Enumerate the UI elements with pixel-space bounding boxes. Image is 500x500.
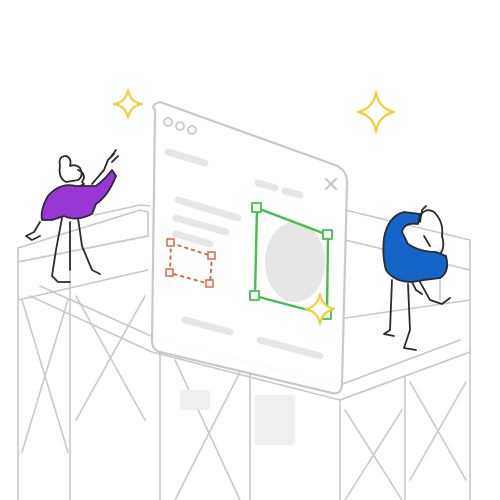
person-left-hair (58, 155, 83, 183)
placeholder-line-6 (172, 230, 214, 248)
person-right-face (419, 205, 431, 247)
sparkle-icon (356, 90, 396, 134)
sparkle-icon (304, 292, 336, 326)
placeholder-line-4 (174, 196, 242, 222)
person-right-hair (417, 209, 445, 257)
placeholder-line-7 (181, 316, 234, 336)
ghost-block-2 (255, 395, 295, 445)
window-dot-2[interactable] (175, 121, 185, 131)
person-right (382, 205, 451, 351)
placeholder-line-1 (164, 148, 209, 167)
sparkle-icon (112, 88, 144, 120)
green-selection[interactable] (249, 202, 333, 320)
scaffold-center-supports (159, 351, 251, 500)
window-controls-icon[interactable] (163, 117, 197, 135)
image-placeholder (265, 222, 325, 302)
person-left-legs (51, 217, 101, 283)
person-left-back-hand (25, 221, 41, 241)
person-left-face (77, 169, 85, 187)
scaffold-right-cross (344, 381, 467, 500)
red-handle-bl[interactable] (165, 268, 174, 277)
red-handle-br[interactable] (205, 279, 214, 288)
scaffold-left-front (17, 235, 149, 500)
placeholder-line-3 (281, 187, 304, 199)
red-handle-tr[interactable] (207, 251, 216, 260)
scaffold-left-cross-2 (75, 295, 146, 421)
ghost-block-1 (180, 390, 210, 410)
window-dot-3[interactable] (187, 125, 197, 135)
window-content-placeholders (164, 148, 324, 360)
person-right-shirt[interactable] (383, 212, 448, 282)
browser-window (150, 100, 349, 395)
window-dot-1[interactable] (163, 117, 173, 127)
green-handle-tr[interactable] (322, 229, 333, 240)
scaffold-structure (17, 204, 471, 500)
red-handle-tl[interactable] (166, 238, 175, 247)
sparkles (112, 88, 396, 326)
placeholder-line-5 (172, 214, 230, 236)
person-left-hand (109, 149, 119, 163)
scaffold-left-back-rail (94, 204, 151, 216)
green-handle-bl[interactable] (249, 290, 260, 301)
green-handle-tl[interactable] (251, 202, 262, 213)
scaffold-left-cross-1 (21, 299, 69, 453)
red-selection[interactable] (165, 238, 216, 288)
scaffold-left-top (17, 209, 149, 263)
placeholder-line-8 (256, 336, 324, 360)
person-right-hand (411, 281, 423, 295)
person-right-legs (383, 279, 451, 351)
close-icon[interactable] (324, 177, 338, 191)
scaffold-right-front (339, 351, 471, 500)
window-frame (150, 100, 349, 395)
placeholder-line-2 (254, 179, 279, 192)
person-left-shirt[interactable] (41, 170, 116, 220)
person-left (25, 149, 119, 283)
